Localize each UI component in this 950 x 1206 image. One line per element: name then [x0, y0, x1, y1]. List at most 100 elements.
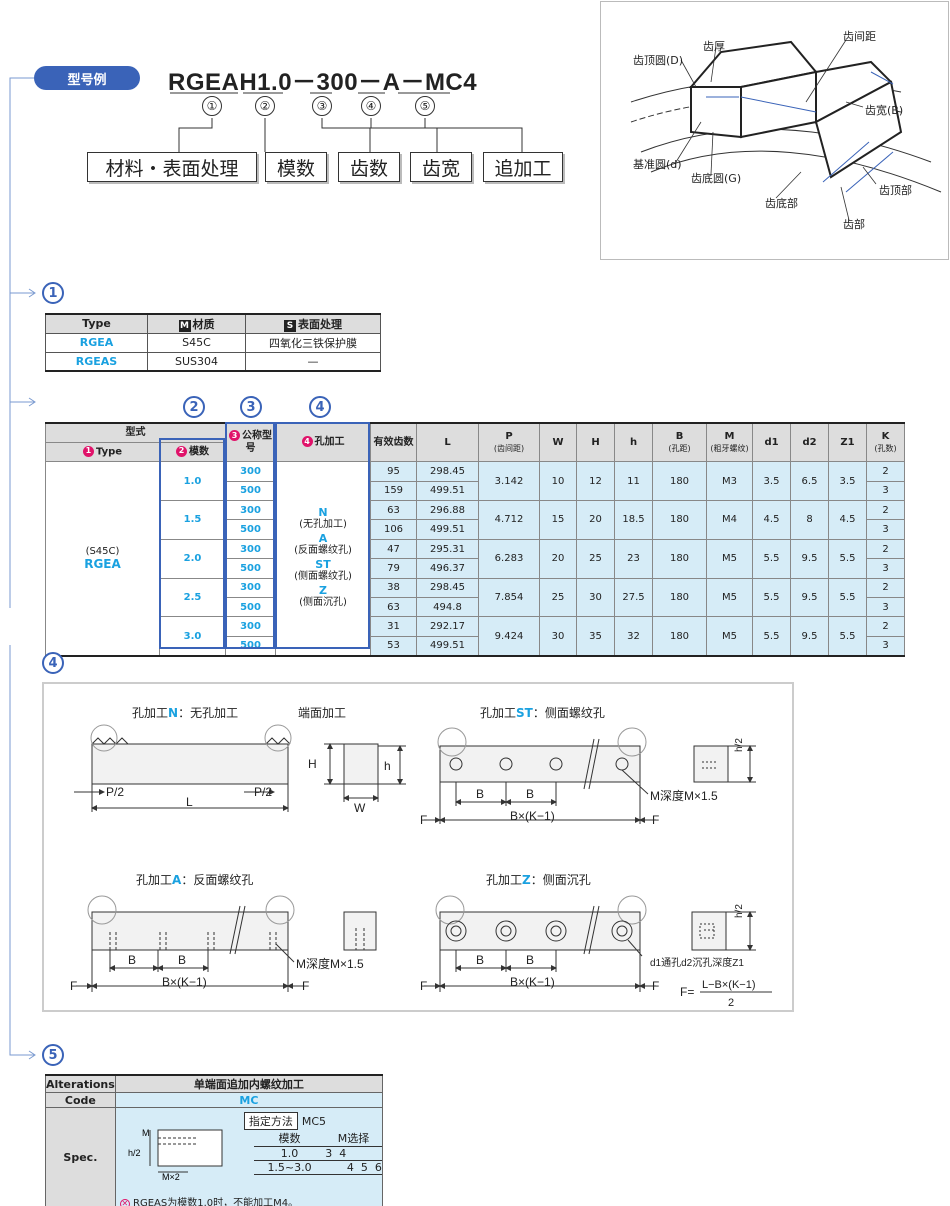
spec-note: ✕ RGEAS为模数1.0时，不能加工M4。 — [119, 1194, 298, 1206]
f-formula-num: L−B×(K−1) — [702, 979, 756, 991]
value-d1: 5.5 — [752, 538, 791, 579]
col-header-2: P(齿间距) — [478, 422, 540, 463]
num-4: ④ — [361, 96, 381, 116]
module-value[interactable]: 2.0 — [159, 538, 226, 579]
value-B: 180 — [652, 500, 707, 540]
drawing-title-z: 孔加工Z：侧面沉孔 — [486, 873, 591, 887]
gear-label-tooth: 齿部 — [843, 218, 865, 231]
teeth-code[interactable]: 300 — [225, 500, 276, 521]
teeth-code[interactable]: 500 — [225, 635, 276, 657]
col-header-6: B(孔距) — [652, 422, 707, 463]
hole-count: 2 — [866, 461, 905, 482]
dim-f-right: F — [652, 813, 659, 827]
module-value[interactable]: 2.5 — [159, 577, 226, 618]
teeth-code[interactable]: 300 — [225, 461, 276, 482]
dim-b-z2: B — [526, 953, 534, 967]
teeth-code[interactable]: 300 — [225, 616, 276, 637]
hole-count: 2 — [866, 616, 905, 637]
num-5: ⑤ — [415, 96, 435, 116]
module-value[interactable]: 3.0 — [159, 616, 226, 657]
gear-label-width: 齿宽(B) — [865, 104, 904, 117]
value-H: 25 — [576, 538, 615, 579]
section-mark-3: 3 — [240, 396, 262, 418]
module-value[interactable]: 1.5 — [159, 500, 226, 540]
col-header-9: d2 — [790, 422, 829, 463]
teeth-code[interactable]: 500 — [225, 519, 276, 540]
teeth-count: 63 — [370, 500, 417, 521]
dim-h-lower: h — [384, 759, 391, 773]
alteration-title: 单端面追加内螺纹加工 — [114, 1074, 384, 1093]
drawing-title-st: 孔加工ST：侧面螺纹孔 — [480, 706, 605, 720]
gear-label-top: 齿顶部 — [879, 184, 912, 197]
teeth-code[interactable]: 300 — [225, 577, 276, 599]
hole-count: 3 — [866, 519, 905, 540]
gear-label-thickness: 齿厚 — [703, 40, 725, 53]
gear-drawing — [630, 39, 942, 221]
dim-b-2: B — [526, 787, 534, 801]
sel-h-module: 模数 — [253, 1130, 326, 1147]
length-value: 499.51 — [416, 480, 479, 502]
length-value: 296.88 — [416, 500, 479, 521]
hole-code[interactable]: Z — [319, 584, 327, 598]
length-value: 295.31 — [416, 538, 479, 560]
spec-method-label: 指定方法 — [243, 1112, 298, 1130]
col-header-11: K(孔数) — [866, 422, 905, 463]
num-3: ③ — [312, 96, 332, 116]
hole-code[interactable]: N — [318, 506, 328, 520]
col-header-1: L — [416, 422, 479, 463]
dim-p2-right: P/2 — [254, 785, 272, 799]
label-teeth: 齿数 — [338, 152, 400, 182]
teeth-code[interactable]: 500 — [225, 597, 276, 618]
teeth-count: 31 — [370, 616, 417, 637]
dim-bk: B×(K−1) — [510, 809, 555, 823]
hole-code[interactable]: A — [318, 532, 328, 546]
technical-drawings: P/2 P/2 L H h W B B F F B×(K−1) M深度M×1.5… — [70, 724, 772, 1009]
hole-desc: (侧面螺纹孔) — [294, 571, 352, 583]
module-value[interactable]: 1.0 — [159, 461, 226, 502]
surface-icon: S — [284, 319, 296, 332]
length-value: 496.37 — [416, 558, 479, 579]
sel-h-m: M选择 — [325, 1130, 382, 1147]
material-icon: M — [178, 319, 191, 332]
dim-b-z1: B — [476, 953, 484, 967]
col-header-8: d1 — [752, 422, 791, 463]
teeth-code[interactable]: 500 — [225, 480, 276, 502]
hole-count: 2 — [866, 500, 905, 521]
hole-code[interactable]: ST — [315, 558, 331, 572]
teeth-count: 95 — [370, 461, 417, 482]
value-d1: 5.5 — [752, 577, 791, 618]
label-material: 材料・表面处理 — [87, 152, 257, 182]
section-mark-2: 2 — [183, 396, 205, 418]
example-underlines — [170, 92, 523, 152]
value-W: 10 — [539, 461, 577, 502]
dim-f-z-right: F — [652, 979, 659, 993]
example-code: RGEAH1.0－300－A－MC4 — [168, 62, 477, 97]
teeth-code[interactable]: 300 — [225, 538, 276, 560]
h-code: Code — [45, 1092, 116, 1108]
table-row: RGEA S45C 四氧化三铁保护膜 — [45, 332, 381, 353]
value-M: M5 — [706, 577, 753, 618]
dim-bk-a: B×(K−1) — [162, 975, 207, 989]
code-sep: － — [400, 69, 425, 96]
label-module: 模数 — [265, 152, 327, 182]
material-value: S45C — [147, 332, 246, 353]
dim-f-a-right: F — [302, 979, 309, 993]
value-d2: 9.5 — [790, 616, 829, 657]
value-d1: 3.5 — [752, 461, 791, 502]
value-d2: 8 — [790, 500, 829, 540]
hole-count: 2 — [866, 538, 905, 560]
teeth-code[interactable]: 500 — [225, 558, 276, 579]
sel-row-m: 3 4 — [325, 1146, 382, 1161]
dim-b-a1: B — [128, 953, 136, 967]
gear-label-pitch: 齿间距 — [843, 30, 876, 43]
value-P: 7.854 — [478, 577, 540, 618]
dim-l: L — [186, 795, 193, 809]
